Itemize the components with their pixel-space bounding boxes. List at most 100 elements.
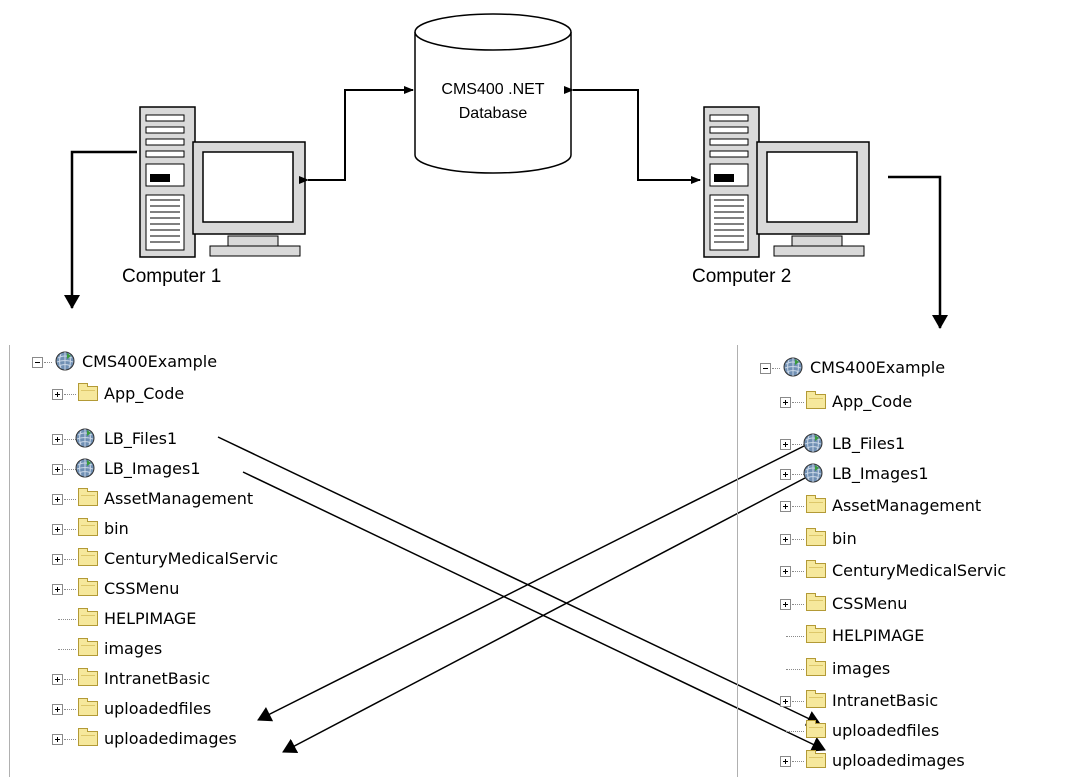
globe-folder-icon [74, 458, 95, 478]
tree-connector [58, 649, 76, 650]
folder-icon [78, 578, 98, 596]
tree-root-label: CMS400Example [810, 358, 946, 377]
right-lb-images1-to-uploadedimages-arrow [282, 477, 806, 754]
folder-icon [78, 608, 98, 626]
tree-item-label: HELPIMAGE [832, 626, 925, 645]
tree-connector [792, 761, 804, 762]
tree-connector [64, 394, 76, 395]
tree-connector [792, 402, 804, 403]
globe-folder-icon [802, 463, 823, 483]
folder-icon [806, 658, 826, 676]
db-computer2-connector [564, 86, 701, 184]
computer-2-tower-icon [703, 106, 760, 258]
computer-1-monitor-icon [192, 141, 306, 257]
tree-connector [44, 362, 52, 363]
tree-item-label: LB_Images1 [104, 459, 201, 478]
lb-files1-to-uploadedfiles-arrow [217, 436, 821, 726]
globe-folder-icon [803, 463, 823, 483]
tree-item-label: CSSMenu [832, 594, 908, 613]
tree-connector [64, 499, 76, 500]
computer-1-tower-icon [139, 106, 196, 258]
expand-toggle[interactable] [52, 494, 63, 505]
tree-connector [792, 701, 804, 702]
computer-1-label: Computer 1 [122, 266, 222, 287]
folder-icon [806, 391, 826, 409]
expand-toggle[interactable] [52, 704, 63, 715]
tree-connector [786, 636, 804, 637]
tree-connector [786, 731, 804, 732]
folder-icon [806, 528, 826, 546]
expand-toggle[interactable] [52, 734, 63, 745]
tree-item-label: uploadedfiles [104, 699, 212, 718]
computer1-tree-connector [64, 150, 137, 309]
database-label-line2: Database [458, 105, 528, 122]
folder-icon [806, 625, 826, 643]
tree-connector [58, 619, 76, 620]
expand-toggle[interactable] [780, 534, 791, 545]
tree-item-label: HELPIMAGE [104, 609, 197, 628]
expand-toggle[interactable] [780, 469, 791, 480]
tree-connector [772, 368, 780, 369]
tree-connector [64, 679, 76, 680]
tree-connector [792, 604, 804, 605]
tree-connector [792, 571, 804, 572]
tree-connector [792, 506, 804, 507]
expand-toggle[interactable] [780, 501, 791, 512]
folder-icon [78, 488, 98, 506]
expand-toggle[interactable] [52, 464, 63, 475]
tree-item-label: uploadedimages [104, 729, 237, 748]
tree-item-label: bin [832, 529, 857, 548]
tree-connector [786, 669, 804, 670]
expand-toggle[interactable] [52, 524, 63, 535]
collapse-toggle[interactable] [32, 357, 43, 368]
folder-icon [78, 698, 98, 716]
right-lb-files1-to-uploadedfiles-arrow [257, 442, 811, 722]
tree-connector [792, 444, 804, 445]
expand-toggle[interactable] [52, 584, 63, 595]
expand-toggle[interactable] [780, 756, 791, 767]
db-computer1-connector [299, 86, 414, 184]
globe-folder-icon [55, 351, 75, 371]
expand-toggle[interactable] [52, 554, 63, 565]
folder-icon [78, 383, 98, 401]
expand-toggle[interactable] [780, 696, 791, 707]
tree-item-label: AssetManagement [104, 489, 254, 508]
folder-icon [806, 690, 826, 708]
globe-folder-icon [803, 433, 823, 453]
expand-toggle[interactable] [52, 674, 63, 685]
right-tree-border [737, 345, 738, 777]
expand-toggle[interactable] [780, 397, 791, 408]
tree-connector [792, 474, 804, 475]
tree-item-label: bin [104, 519, 129, 538]
folder-icon [806, 720, 826, 738]
folder-icon [806, 560, 826, 578]
tree-item-label: uploadedfiles [832, 721, 940, 740]
tree-connector [64, 709, 76, 710]
database-label: CMS400 .NET Database [420, 78, 566, 126]
tree-connector [64, 589, 76, 590]
folder-icon [806, 750, 826, 768]
expand-toggle[interactable] [780, 599, 791, 610]
folder-icon [78, 518, 98, 536]
collapse-toggle[interactable] [760, 363, 771, 374]
tree-item-label: IntranetBasic [104, 669, 211, 688]
site-globe-icon [782, 357, 803, 377]
tree-item-label: CenturyMedicalServic [832, 561, 1007, 580]
site-globe-icon [54, 351, 75, 371]
expand-toggle[interactable] [780, 439, 791, 450]
tree-item-label: CSSMenu [104, 579, 180, 598]
globe-folder-icon [75, 458, 95, 478]
globe-folder-icon [74, 428, 95, 448]
tree-connector [64, 439, 76, 440]
computer-2-label: Computer 2 [692, 266, 792, 287]
expand-toggle[interactable] [780, 566, 791, 577]
folder-icon [78, 668, 98, 686]
tree-item-label: AssetManagement [832, 496, 982, 515]
expand-toggle[interactable] [52, 434, 63, 445]
tree-item-label: images [104, 639, 163, 658]
tree-item-label: uploadedimages [832, 751, 965, 770]
expand-toggle[interactable] [52, 389, 63, 400]
database-label-line1: CMS400 .NET [441, 81, 545, 98]
left-tree-border [9, 345, 10, 777]
